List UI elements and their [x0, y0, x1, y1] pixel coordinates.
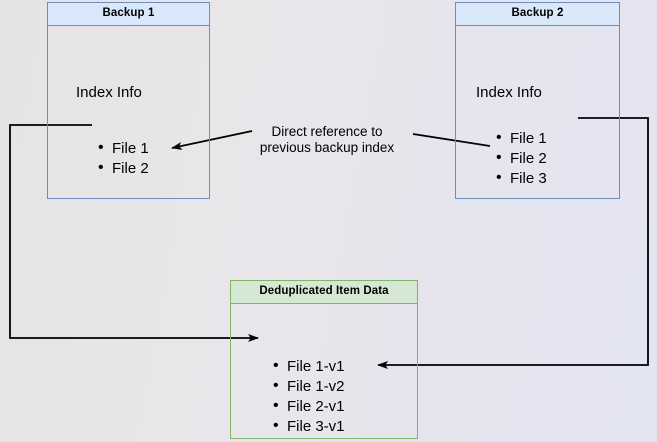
list-item: File 2 — [496, 148, 547, 169]
backup2-header: Backup 2 — [456, 3, 619, 26]
dedup-body: File 1-v1 File 1-v2 File 2-v1 File 3-v1 — [231, 304, 417, 438]
backup2-index-label: Index Info — [476, 84, 542, 101]
backup2-box[interactable]: Backup 2 Index Info File 1 File 2 File 3 — [455, 2, 620, 199]
backup1-box[interactable]: Backup 1 Index Info File 1 File 2 — [47, 2, 210, 199]
dedup-header: Deduplicated Item Data — [231, 281, 417, 304]
list-item: File 1-v1 — [273, 356, 345, 377]
list-item: File 1-v2 — [273, 376, 345, 397]
backup1-header: Backup 1 — [48, 3, 209, 26]
backup2-body: Index Info File 1 File 2 File 3 — [456, 26, 619, 198]
backup2-file-list: File 1 File 2 File 3 — [496, 128, 547, 189]
list-item: File 1 — [496, 128, 547, 149]
backup1-index-label: Index Info — [76, 84, 142, 101]
list-item: File 3 — [496, 168, 547, 189]
list-item: File 2 — [98, 158, 149, 179]
backup1-file-list: File 1 File 2 — [98, 138, 149, 179]
dedup-item-list: File 1-v1 File 1-v2 File 2-v1 File 3-v1 — [273, 356, 345, 437]
list-item: File 3-v1 — [273, 416, 345, 437]
list-item: File 1 — [98, 138, 149, 159]
list-item: File 2-v1 — [273, 396, 345, 417]
edge-label-direct-reference: Direct reference to previous backup inde… — [259, 124, 395, 155]
deduplicated-item-data-box[interactable]: Deduplicated Item Data File 1-v1 File 1-… — [230, 280, 418, 439]
backup1-body: Index Info File 1 File 2 — [48, 26, 209, 198]
